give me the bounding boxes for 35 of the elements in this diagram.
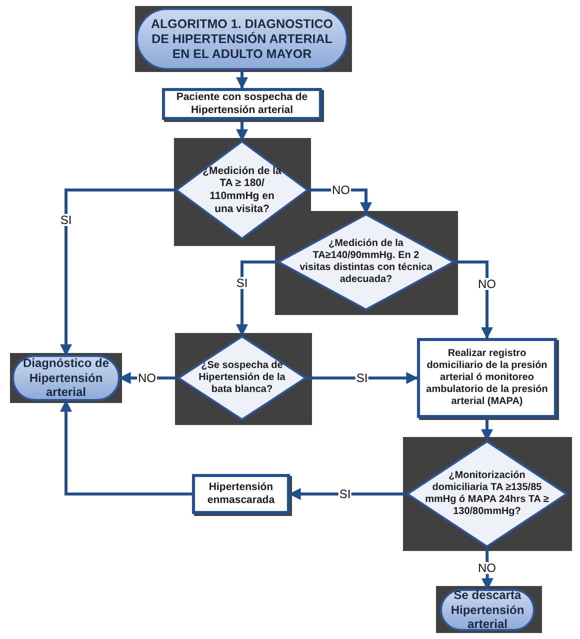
terminator — [440, 589, 535, 631]
edge-label: SI — [235, 277, 249, 289]
arrow — [455, 260, 493, 340]
edge-label: SI — [338, 488, 352, 500]
arrow — [118, 372, 177, 384]
edge-label: NO — [477, 562, 497, 574]
process-box — [417, 338, 557, 418]
arrow — [481, 548, 494, 590]
arrow — [236, 70, 248, 90]
arrow — [60, 188, 175, 356]
edge-label: SI — [59, 214, 73, 226]
process-box — [192, 474, 290, 514]
node-text: Se descarta Hipertensión arterial — [450, 588, 526, 632]
process-box — [162, 88, 322, 120]
edge-label: SI — [355, 372, 369, 384]
arrow — [236, 120, 248, 142]
node-text: ¿Medición de la TA ≥ 180/ 110mmHg en una visita? — [202, 164, 282, 216]
edge-label: NO — [331, 184, 351, 196]
node-text: Paciente con sospecha de Hipertensión arterial — [175, 91, 309, 117]
node-text: ALGORITMO 1. DIAGNOSTICO DE HIPERTENSIÓN ARTERIAL EN EL ADULTO MAYOR — [150, 16, 334, 62]
node-text: Realizar registro domiciliario de la presión arterial ó monitoreo ambulatorio de la presión arterial (MAPA) — [425, 348, 549, 408]
arrow — [309, 188, 372, 214]
node-text: ¿Monitorización domiciliaria TA ≥135/85 mmHg ó MAPA 24hrs TA ≥ 130/80mmHg? — [424, 470, 550, 518]
arrow — [481, 418, 493, 442]
title-terminator — [136, 8, 348, 70]
node-text: ¿Medición de la TA≥140/90mmHg. En 2 visitas distintas con técnica adecuada? — [298, 238, 434, 286]
edge-label: NO — [137, 372, 157, 384]
arrow — [307, 372, 418, 384]
terminator — [12, 355, 120, 401]
node-text: Hipertensión enmascarada — [206, 481, 276, 507]
node-text: Diagnóstico de Hipertensión arterial — [22, 356, 110, 400]
node-text: ¿Se sospecha de Hipertensión de la bata blanca? — [198, 360, 286, 396]
arrow — [236, 260, 277, 336]
arrow — [60, 400, 192, 496]
edge-label: NO — [477, 278, 497, 290]
